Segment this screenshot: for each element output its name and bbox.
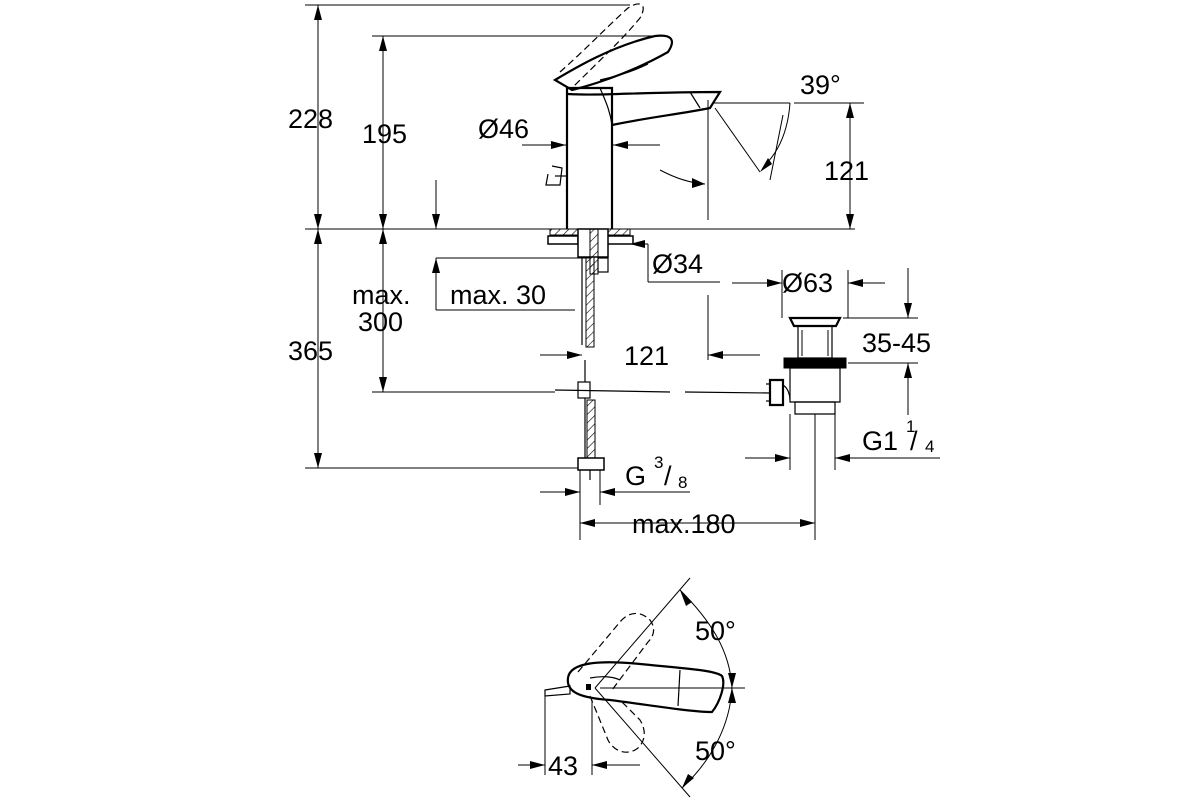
label-195: 195: [362, 119, 407, 149]
waste-fitting: [766, 316, 847, 415]
label-228: 228: [288, 104, 333, 134]
label-angle-39: 39°: [800, 70, 841, 100]
label-121-upper: 121: [824, 156, 869, 186]
popup-rod: [554, 389, 671, 393]
label-35-45: 35-45: [862, 328, 931, 358]
mounting-assembly: [547, 228, 634, 480]
label-g38-slash: /: [664, 461, 672, 491]
label-diameter-63: Ø63: [782, 268, 833, 298]
label-g38-den: 8: [678, 473, 687, 492]
label-g1-main: G1: [862, 426, 898, 456]
label-43: 43: [548, 751, 578, 781]
label-angle-50-top: 50°: [695, 616, 736, 646]
label-max-180: max.180: [632, 509, 736, 539]
label-max-300-line2: 300: [358, 307, 403, 337]
label-max-30: max. 30: [450, 280, 546, 310]
label-121-lower: 121: [624, 341, 669, 371]
dimension-lines: [305, 4, 940, 540]
label-g38-main: G: [625, 461, 646, 491]
label-max-300-line1: max.: [352, 280, 411, 310]
dimension-labels: 228 195 Ø46 39° 121 Ø34 max. 30 max. 300…: [288, 70, 934, 781]
label-g1-num: 1: [906, 417, 915, 436]
label-g1-slash: /: [910, 426, 918, 456]
label-g1-den: 4: [925, 437, 934, 456]
label-365: 365: [288, 336, 333, 366]
label-diameter-34: Ø34: [652, 249, 703, 279]
label-g38-num: 3: [654, 453, 663, 472]
label-angle-50-bottom: 50°: [695, 736, 736, 766]
faucet-plan-view: [518, 577, 745, 798]
label-diameter-46: Ø46: [478, 114, 529, 144]
faucet-side-view: [305, 3, 864, 230]
